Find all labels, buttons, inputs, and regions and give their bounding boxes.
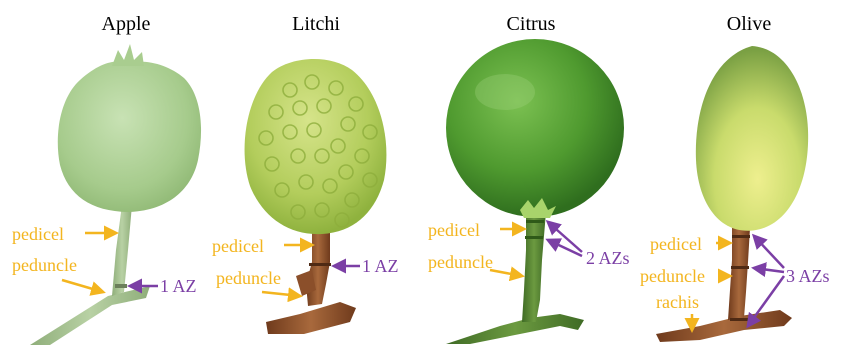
litchi-peduncle-arrow	[262, 292, 300, 296]
apple-fruit	[58, 56, 201, 212]
citrus-panel: Citrus pedicel peduncle 2 AZs	[428, 13, 630, 344]
litchi-pedicel-label: pedicel	[212, 236, 264, 256]
olive-pedicel-label: pedicel	[650, 234, 702, 254]
olive-stalk	[728, 228, 750, 320]
olive-panel: Olive pedicel peduncle rachis 3 AZs	[640, 13, 830, 342]
citrus-highlight	[475, 74, 535, 110]
panel-title-olive: Olive	[727, 13, 772, 35]
olive-az-label: 3 AZs	[786, 266, 830, 286]
olive-az-marker-3	[730, 318, 748, 321]
apple-peduncle-arrow	[62, 280, 103, 292]
litchi-az-label: 1 AZ	[362, 256, 399, 276]
apple-az-label: 1 AZ	[160, 276, 197, 296]
litchi-panel: Litchi pedicel peduncle 1 AZ	[212, 13, 399, 334]
apple-pedicel-label: pedicel	[12, 224, 64, 244]
citrus-az-marker-1	[526, 220, 544, 223]
apple-stalk	[112, 205, 132, 296]
panel-title-litchi: Litchi	[292, 13, 340, 35]
apple-az-marker	[115, 284, 127, 288]
apple-peduncle-label: peduncle	[12, 255, 77, 275]
litchi-az-marker	[309, 263, 331, 266]
apple-calyx	[112, 44, 144, 66]
apple-panel: Apple pedicel peduncle 1 AZ	[12, 13, 201, 345]
olive-rachis-label: rachis	[656, 292, 699, 312]
litchi-branch	[266, 302, 356, 334]
citrus-branch	[446, 314, 584, 344]
citrus-pedicel-label: pedicel	[428, 220, 480, 240]
olive-az-marker-2	[731, 266, 749, 269]
citrus-az-marker-2	[525, 236, 543, 239]
panel-title-apple: Apple	[102, 13, 151, 35]
olive-az-arrow-2	[754, 268, 784, 272]
citrus-stalk	[522, 212, 546, 322]
citrus-peduncle-label: peduncle	[428, 252, 493, 272]
citrus-peduncle-arrow	[490, 270, 522, 276]
apple-branch	[30, 286, 150, 345]
citrus-az-label: 2 AZs	[586, 248, 630, 268]
olive-az-arrow-1	[754, 236, 784, 268]
olive-az-marker-1	[732, 235, 750, 238]
olive-peduncle-label: peduncle	[640, 266, 705, 286]
litchi-peduncle-label: peduncle	[216, 268, 281, 288]
olive-fruit	[696, 46, 808, 231]
olive-rachis	[656, 310, 792, 342]
panel-title-citrus: Citrus	[507, 13, 556, 35]
citrus-fruit	[446, 39, 624, 217]
